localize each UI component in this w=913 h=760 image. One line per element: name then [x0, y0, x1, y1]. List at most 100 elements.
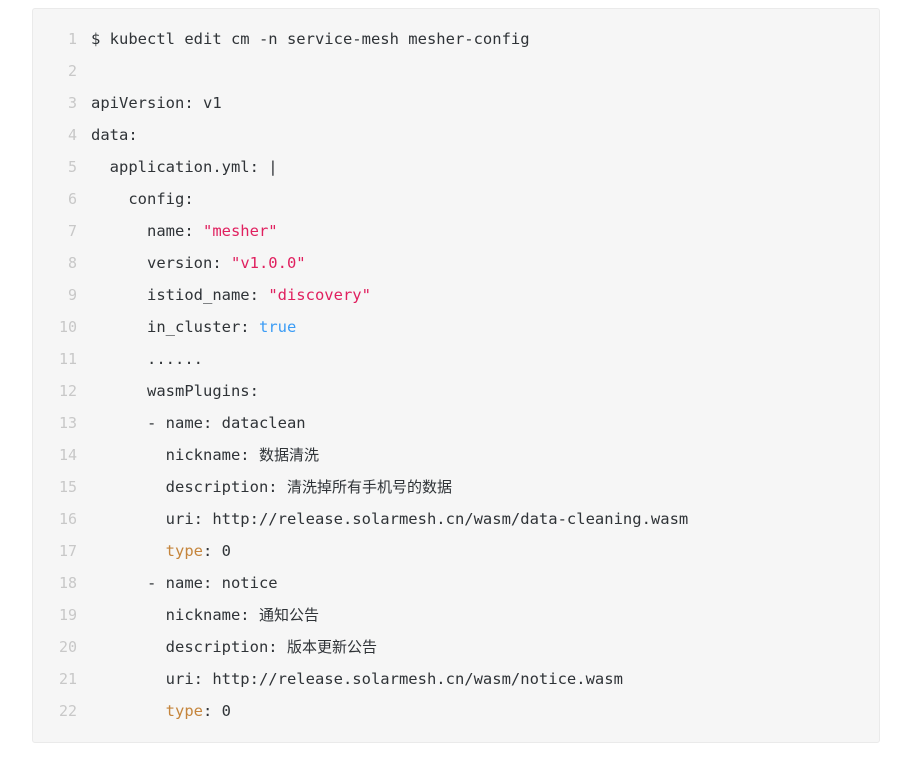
- line-number: 7: [67, 222, 77, 240]
- line-content: data:: [91, 119, 879, 151]
- line-number: 4: [67, 126, 77, 144]
- token-plain: ......: [91, 350, 203, 368]
- code-line: 8 version: "v1.0.0": [33, 247, 879, 279]
- code-line: 21 uri: http://release.solarmesh.cn/wasm…: [33, 663, 879, 695]
- code-line: 18 - name: notice: [33, 567, 879, 599]
- code-line: 5 application.yml: |: [33, 151, 879, 183]
- code-line: 1 $ kubectl edit cm -n service-mesh meshe…: [33, 23, 879, 55]
- code-line: 6 config:: [33, 183, 879, 215]
- line-number: 19: [58, 606, 77, 624]
- token-plain: application.yml: |: [91, 158, 278, 176]
- line-number: 12: [58, 382, 77, 400]
- code-lines-container: 1 $ kubectl edit cm -n service-mesh meshe…: [33, 23, 879, 727]
- code-line: 3 apiVersion: v1: [33, 87, 879, 119]
- token-plain: [91, 702, 166, 720]
- code-line: 22 type: 0: [33, 695, 879, 727]
- code-line: 16 uri: http://release.solarmesh.cn/wasm…: [33, 503, 879, 535]
- line-number: 17: [58, 542, 77, 560]
- token-plain: nickname:: [91, 606, 259, 624]
- code-line: 20 description: 版本更新公告: [33, 631, 879, 663]
- token-cjk: 清洗掉所有手机号的数据: [286, 478, 452, 496]
- code-line: 4 data:: [33, 119, 879, 151]
- code-line: 10 in_cluster: true: [33, 311, 879, 343]
- code-line: 17 type: 0: [33, 535, 879, 567]
- token-plain: config:: [91, 190, 194, 208]
- line-number: 14: [58, 446, 77, 464]
- code-line: 9 istiod_name: "discovery": [33, 279, 879, 311]
- token-key: type: [165, 542, 203, 560]
- line-content: istiod_name: "discovery": [91, 279, 879, 311]
- token-bool: true: [258, 318, 297, 336]
- token-str: "mesher": [202, 222, 278, 240]
- line-number: 20: [58, 638, 77, 656]
- code-line: 2: [33, 55, 879, 87]
- token-plain: - name: dataclean: [91, 414, 306, 432]
- token-plain: : 0: [202, 542, 231, 560]
- line-content: config:: [91, 183, 879, 215]
- token-plain: name:: [91, 222, 203, 240]
- token-cjk: 版本更新公告: [286, 638, 377, 656]
- token-key: type: [165, 702, 203, 720]
- code-line: 14 nickname: 数据清洗: [33, 439, 879, 471]
- token-plain: uri: http://release.solarmesh.cn/wasm/da…: [91, 510, 689, 528]
- line-number: 21: [58, 670, 77, 688]
- line-number: 9: [67, 286, 77, 304]
- line-number: 16: [58, 510, 77, 528]
- line-content: $ kubectl edit cm -n service-mesh mesher…: [91, 23, 879, 55]
- token-plain: description:: [91, 638, 287, 656]
- line-content: description: 版本更新公告: [91, 631, 879, 663]
- token-plain: nickname:: [91, 446, 259, 464]
- line-content: uri: http://release.solarmesh.cn/wasm/da…: [91, 503, 879, 535]
- line-content: apiVersion: v1: [91, 87, 879, 119]
- code-block[interactable]: 1 $ kubectl edit cm -n service-mesh meshe…: [32, 8, 880, 743]
- code-line: 12 wasmPlugins:: [33, 375, 879, 407]
- token-plain: description:: [91, 478, 287, 496]
- token-str: "v1.0.0": [230, 254, 306, 272]
- line-content: nickname: 数据清洗: [91, 439, 879, 471]
- line-content: wasmPlugins:: [91, 375, 879, 407]
- line-number: 2: [67, 62, 77, 80]
- line-content: type: 0: [91, 695, 879, 727]
- line-content: description: 清洗掉所有手机号的数据: [91, 471, 879, 503]
- line-content: - name: dataclean: [91, 407, 879, 439]
- token-plain: : 0: [202, 702, 231, 720]
- code-line: 7 name: "mesher": [33, 215, 879, 247]
- token-plain: - name: notice: [91, 574, 278, 592]
- token-plain: [91, 542, 166, 560]
- line-content: uri: http://release.solarmesh.cn/wasm/no…: [91, 663, 879, 695]
- code-line: 19 nickname: 通知公告: [33, 599, 879, 631]
- line-number: 10: [58, 318, 77, 336]
- line-number: 6: [67, 190, 77, 208]
- token-plain: in_cluster:: [91, 318, 259, 336]
- line-content: ......: [91, 343, 879, 375]
- code-line: 13 - name: dataclean: [33, 407, 879, 439]
- line-content: application.yml: |: [91, 151, 879, 183]
- line-number: 3: [67, 94, 77, 112]
- line-content: - name: notice: [91, 567, 879, 599]
- token-plain: data:: [91, 126, 138, 144]
- line-content: type: 0: [91, 535, 879, 567]
- code-line: 15 description: 清洗掉所有手机号的数据: [33, 471, 879, 503]
- code-line: 11 ......: [33, 343, 879, 375]
- line-number: 18: [58, 574, 77, 592]
- line-number: 13: [58, 414, 77, 432]
- line-content: name: "mesher": [91, 215, 879, 247]
- token-plain: $ kubectl edit cm -n service-mesh mesher…: [91, 30, 530, 48]
- line-number: 8: [67, 254, 77, 272]
- line-content: in_cluster: true: [91, 311, 879, 343]
- line-number: 11: [58, 350, 77, 368]
- token-cjk: 通知公告: [258, 606, 319, 624]
- line-number: 5: [67, 158, 77, 176]
- line-content: version: "v1.0.0": [91, 247, 879, 279]
- line-number: 22: [58, 702, 77, 720]
- token-plain: istiod_name:: [91, 286, 269, 304]
- token-plain: wasmPlugins:: [91, 382, 259, 400]
- token-cjk: 数据清洗: [258, 446, 319, 464]
- line-number: 15: [58, 478, 77, 496]
- token-plain: apiVersion: v1: [91, 94, 222, 112]
- line-number: 1: [67, 30, 77, 48]
- token-str: "discovery": [268, 286, 371, 304]
- line-content: nickname: 通知公告: [91, 599, 879, 631]
- token-plain: uri: http://release.solarmesh.cn/wasm/no…: [91, 670, 623, 688]
- token-plain: version:: [91, 254, 231, 272]
